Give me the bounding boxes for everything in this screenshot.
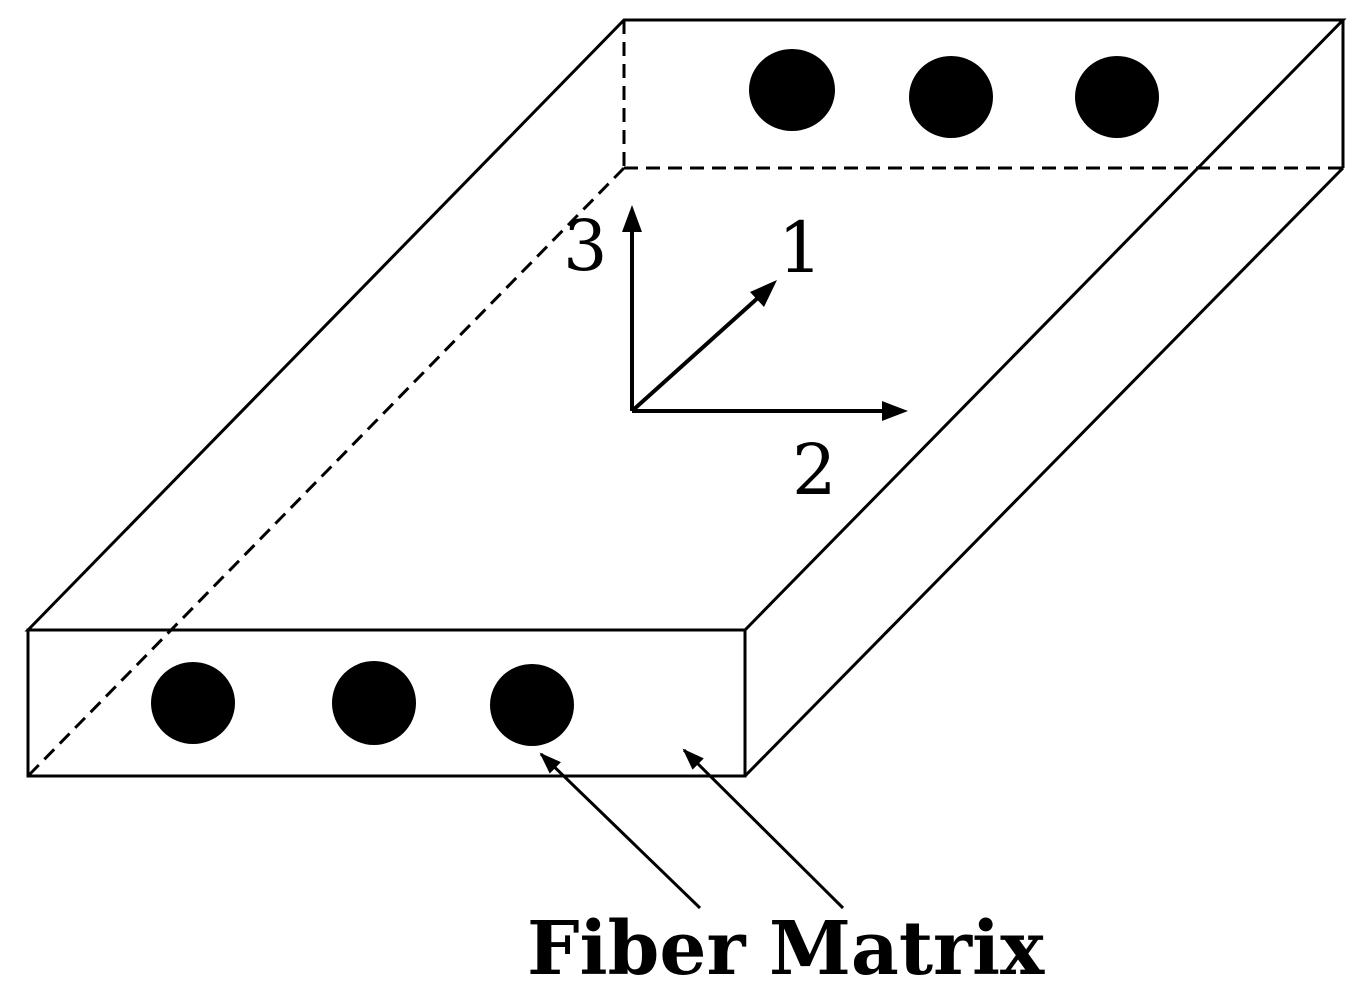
fiber-cross-section	[1075, 56, 1159, 138]
fiber-cross-section	[332, 661, 416, 745]
fiber-cross-section	[909, 56, 993, 138]
matrix-label: Matrix	[769, 906, 1045, 992]
right-bottom-diagonal-edge	[743, 166, 1345, 778]
axis-3-label: 3	[563, 205, 608, 287]
callout-pointers	[539, 748, 845, 910]
axis-1-line	[630, 294, 762, 413]
fiber-pointer-arrow	[539, 752, 702, 910]
axis-1-label: 1	[778, 207, 823, 289]
front-face-fibers	[151, 661, 574, 746]
axis-1-arrowhead	[750, 280, 777, 307]
left-bottom-diagonal-edge	[26, 166, 626, 778]
coordinate-axes: 3 1 2	[563, 205, 908, 511]
visible-edges	[24, 18, 1347, 778]
fiber-cross-section	[749, 49, 835, 131]
fiber-cross-section	[151, 662, 235, 744]
back-face-fibers	[749, 49, 1159, 138]
fiber-label: Fiber	[527, 906, 746, 992]
axis-2-arrowhead	[882, 401, 908, 421]
matrix-pointer-arrow	[682, 748, 845, 910]
axis-3-arrowhead	[622, 205, 642, 232]
fiber-cross-section	[490, 664, 574, 746]
axis-2-label: 2	[792, 429, 837, 511]
hidden-edges	[26, 20, 1343, 778]
